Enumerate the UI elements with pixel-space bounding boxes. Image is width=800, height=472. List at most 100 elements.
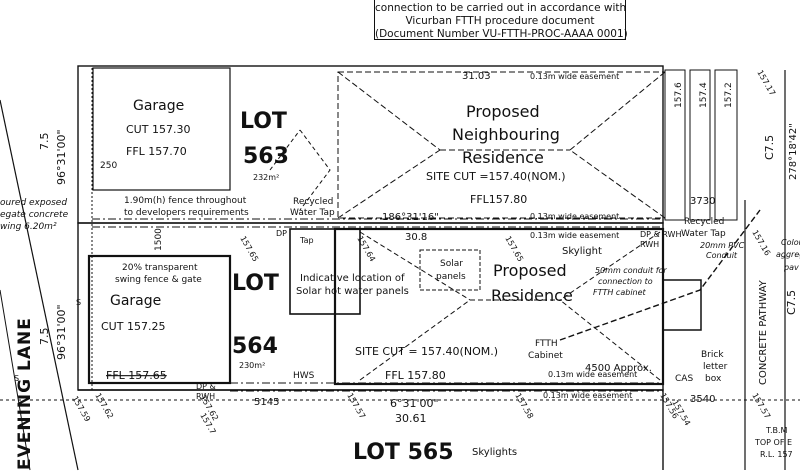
easement-mid: 0.13m wide easement <box>530 212 619 221</box>
rwh-right: RWH <box>640 240 659 249</box>
survey-s-marker-2: S <box>14 374 19 383</box>
level-157-65: 157.65 <box>238 235 260 264</box>
lot-564-number: 564 <box>232 334 278 359</box>
residence-roof-lines <box>359 231 661 381</box>
concrete-pathway-label: CONCRETE PATHWAY <box>758 279 769 385</box>
conduit-note-3: FTTH cabinet <box>593 288 647 297</box>
tbm-3: R.L. 157 <box>760 450 793 459</box>
dp-rwh-right: DP & RWH <box>640 230 681 239</box>
lot-563-number: 563 <box>243 144 289 169</box>
right-bearing: 278°18'42" <box>788 123 799 180</box>
street-note-1: oured exposed <box>0 198 67 208</box>
neighbour-site-cut: SITE CUT =157.40(NOM.) <box>426 170 566 183</box>
garage-564-fence-note-2: swing fence & gate <box>115 275 202 285</box>
level-157-62: 157.62 <box>93 392 115 421</box>
bottom-length: 30.61 <box>395 412 427 425</box>
procedure-note-line-1: connection to be carried out in accordan… <box>375 2 627 14</box>
residence-main-outline <box>333 227 665 386</box>
easement-bottom-1: 0.13m wide easement <box>548 370 637 379</box>
lot-565-label: LOT 565 <box>353 440 454 465</box>
residence-line-1: Proposed <box>493 261 567 280</box>
tbm-1: T.B.M <box>765 426 788 435</box>
level-157-58: 157.58 <box>513 392 535 421</box>
approx-dim: 4500 Approx. <box>585 363 652 374</box>
neighbour-line-3: Residence <box>462 148 544 167</box>
easement-top-line <box>92 218 663 228</box>
right-strip-1 <box>664 69 686 221</box>
recycled-tap-right-2: Water Tap <box>681 229 726 239</box>
bottom-bearing: 6°31'00" <box>390 397 439 410</box>
residence-line-2: Residence <box>491 286 573 305</box>
hws-label: HWS <box>293 371 315 381</box>
cas-label: CAS <box>675 374 693 384</box>
garage-563-ffl: FFL 157.70 <box>126 145 187 158</box>
level-157-57: 157.57 <box>345 392 367 421</box>
easement-bottom-2: 0.13m wide easement <box>543 391 632 400</box>
street-width-2: 7.5 <box>38 328 51 346</box>
garage-564-title: Garage <box>110 293 161 309</box>
dim-3540: 3540 <box>690 394 715 405</box>
solar-panels-outline <box>419 249 481 291</box>
right-c75-1: C7.5 <box>763 135 776 160</box>
right-c75-2: C7.5 <box>785 290 798 315</box>
easement-mid-2: 0.13m wide easement <box>530 231 619 240</box>
residence-outline <box>289 228 361 315</box>
lane-boundary-line-2 <box>0 289 31 471</box>
pvc-conduit-1: 20mm PVC <box>700 241 745 250</box>
garage-564-cut: CUT 157.25 <box>101 320 165 333</box>
garage-564-dim-1500: 1500 <box>154 228 164 251</box>
conduit-dashed <box>559 209 761 341</box>
right-colour-3: pav <box>783 263 799 272</box>
procedure-note-box: connection to be carried out in accordan… <box>374 0 628 40</box>
dp-label: DP <box>276 229 287 238</box>
tap-label: Tap <box>299 236 314 245</box>
neighbour-ffl: FFL157.80 <box>470 193 527 206</box>
brick-letter-1: Brick <box>701 350 724 360</box>
lot-565-line <box>78 389 664 470</box>
brick-letter-3: box <box>705 374 722 384</box>
ftth-cabinet-1: FTTH <box>535 339 558 349</box>
garage-564-outline <box>87 254 232 385</box>
street-note-3: wing 6.20m² <box>0 222 57 232</box>
brick-letter-2: letter <box>703 362 728 372</box>
conduit-note-1: 50mm conduit for <box>595 266 667 275</box>
level-157-16: 157.16 <box>750 229 772 258</box>
right-colour-1: Colou <box>781 238 800 247</box>
fence-note-line-2: to developers requirements <box>124 208 249 218</box>
right-strip-2 <box>689 69 711 221</box>
lot-564-title: LOT <box>232 271 279 296</box>
level-157-59: 157.59 <box>70 395 92 424</box>
street-width: 7.5 <box>38 133 51 151</box>
recycled-tap-left-2: Water Tap <box>290 208 335 218</box>
garage-564-fence-note-1: 20% transparent <box>122 263 198 273</box>
street-bearing-top: 96°31'00" <box>55 129 68 185</box>
conduit-note-2: connection to <box>598 277 653 286</box>
solar-panels-label-2: panels <box>436 272 466 282</box>
mid-length: 30.8 <box>405 232 427 243</box>
neighbour-top-dim: 31.03 <box>462 71 491 82</box>
level-157-64: 157.64 <box>355 235 377 264</box>
garage-564-rwh: RWH <box>196 392 215 401</box>
lot-563-area: 232m² <box>253 173 279 182</box>
street-note-2: egate concrete <box>0 210 69 220</box>
skylights-label: Skylights <box>472 447 517 458</box>
level-157-65b: 157.65 <box>503 235 525 264</box>
concrete-pathway-lines <box>744 70 786 470</box>
neighbour-roof-lines <box>337 71 666 219</box>
dim-250: 250 <box>100 161 117 171</box>
mid-bearing: 186°31'16" <box>382 212 439 223</box>
neighbour-line-1: Proposed <box>466 102 540 121</box>
garage-563-outline <box>92 67 231 191</box>
solar-panels-label-1: Solar <box>440 259 463 269</box>
garage-564-dp: DP & <box>196 382 216 391</box>
residence-site-cut: SITE CUT = 157.40(NOM.) <box>355 345 498 358</box>
lot-564-area: 230m² <box>239 361 265 370</box>
fence-note-line-1: 1.90m(h) fence throughout <box>124 196 247 206</box>
skylight-label: Skylight <box>562 246 602 257</box>
meter-box <box>662 279 702 331</box>
tbm-2: TOP OF E <box>754 438 792 447</box>
ftth-cabinet-2: Cabinet <box>528 351 563 361</box>
neighbour-side-roof <box>269 129 331 211</box>
residence-ffl: FFL 157.80 <box>385 369 446 382</box>
solar-hw-note-1: Indicative location of <box>300 273 405 284</box>
